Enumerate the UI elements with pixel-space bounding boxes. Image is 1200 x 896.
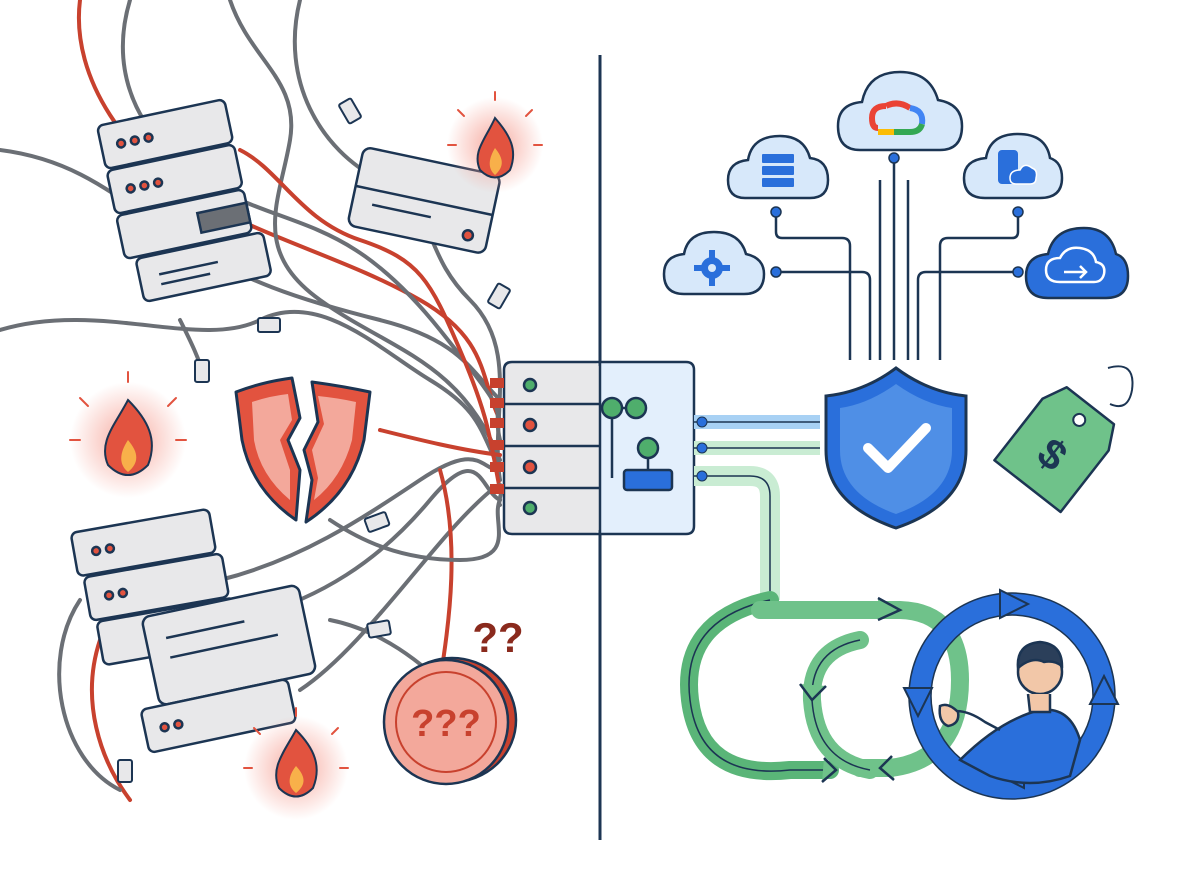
database-cloud-icon: [962, 132, 1064, 200]
server-icon: [762, 154, 794, 187]
server-rack-icon: [96, 98, 272, 303]
fire-icon: [243, 707, 349, 820]
fire-icon: [447, 91, 543, 193]
broken-shield-icon: [234, 376, 372, 524]
legacy-switch: [490, 360, 600, 536]
shield-check-icon: [824, 366, 968, 530]
fire-icon: [69, 371, 187, 498]
data-pipes: [694, 415, 820, 600]
sync-cloud-icon: [1024, 226, 1130, 300]
legacy-side: ??? ??: [0, 0, 543, 820]
cloud-side: $: [662, 70, 1134, 800]
price-tag-icon: $: [993, 365, 1134, 514]
google-cloud-icon: [836, 70, 964, 152]
cloud-gateway: [598, 360, 696, 536]
connection-traces: [774, 158, 1020, 360]
cloud-icon: [726, 134, 830, 200]
cable-plug-icon: [117, 97, 511, 783]
question-marks: ??: [472, 614, 523, 661]
trace-endpoints: [770, 152, 1024, 278]
person-icon: [938, 640, 1082, 785]
server-rack-icon: [70, 508, 317, 754]
settings-cloud-icon: [662, 230, 766, 296]
unknown-cost-coin-icon: ??? ??: [382, 614, 524, 786]
cycle-arrows-icon: [680, 591, 970, 783]
coin-question-marks: ???: [411, 703, 481, 745]
